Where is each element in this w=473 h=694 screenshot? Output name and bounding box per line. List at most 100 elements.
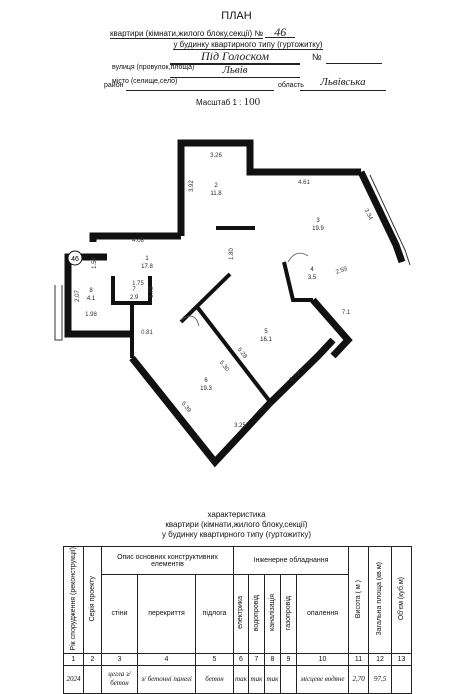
exterior-walls xyxy=(64,139,406,468)
materials-group-header: Опис основних конструктивних елементів xyxy=(101,545,234,576)
floor-plan: 46 1 17.8 2 11.8 3 19.9 4 3.5 5 16.1 6 1… xyxy=(54,139,411,468)
cell-year: 2024 xyxy=(63,664,84,694)
room-8-area: 4.1 xyxy=(87,296,96,302)
col-number: 3 xyxy=(101,652,138,666)
dim-label: 4.08 xyxy=(132,238,144,244)
col-water-header-text: водопровід xyxy=(252,594,260,632)
col-number: 1 xyxy=(63,652,84,666)
cell-sewer: так xyxy=(264,664,281,694)
col-flooring-header: підлога xyxy=(195,574,234,654)
col-walls-header: стіни xyxy=(101,574,138,654)
col-sewer-header-text: каналізація xyxy=(268,594,276,632)
cell-series xyxy=(83,664,102,694)
apartment-line-prefix: квартири (кімнати,жилого блоку,секції) № xyxy=(110,29,264,39)
wall-west-upper xyxy=(89,232,181,242)
street-value: Під Голоском xyxy=(170,49,300,65)
col-electric-header: електрика xyxy=(233,574,249,654)
document-title: ПЛАН xyxy=(221,10,252,22)
wall-east-lower xyxy=(310,297,353,359)
district-label-text: район xyxy=(104,82,124,89)
room-1-num: 1 xyxy=(145,256,149,262)
characteristics-table: Рік спорудження (реконструкції) Серія пр… xyxy=(63,545,413,694)
wall-southwest xyxy=(129,355,273,468)
col-water-header: водопровід xyxy=(248,574,265,654)
wall-room4 xyxy=(282,261,313,302)
col-area-header: Загальна площа (кв.м) xyxy=(368,546,393,654)
dim-label: 2.07 xyxy=(75,290,81,302)
col-series-header-text: Серія проекту xyxy=(88,576,96,622)
dim-label: 1.80 xyxy=(229,248,235,260)
dim-label: 1.98 xyxy=(85,312,97,318)
door-arc-2 xyxy=(287,252,309,263)
col-number: 13 xyxy=(391,652,413,666)
dim-label: 2.59 xyxy=(335,266,349,276)
cell-heating: місцеве водяне xyxy=(295,664,350,694)
col-floors-header: перекриття xyxy=(137,574,196,654)
room-1-area: 17.8 xyxy=(141,264,153,270)
oblast-line xyxy=(300,90,386,91)
col-number: 5 xyxy=(195,652,234,666)
number-label: № xyxy=(312,52,322,62)
wall-west-lower xyxy=(64,253,132,338)
building-type-line: у будинку квартирного типу (гуртожитку) xyxy=(110,40,386,50)
col-year-header-text: Рік спорудження (реконструкції) xyxy=(69,547,77,651)
col-number: 10 xyxy=(295,652,350,666)
scale-value: 100 xyxy=(243,96,261,108)
dim-label: 3.25 xyxy=(234,423,246,429)
room-5-num: 5 xyxy=(264,329,268,335)
col-electric-header-text: електрика xyxy=(237,596,244,630)
wall-room6-north xyxy=(179,272,232,324)
city-label: місто (селище,село) xyxy=(112,78,178,85)
interior-walls xyxy=(111,226,313,405)
oblast-label: область xyxy=(278,82,304,89)
room-5-area: 16.1 xyxy=(260,337,272,343)
column-number-row: 1 2 3 4 5 6 7 8 9 10 11 12 13 xyxy=(63,652,413,666)
wall-east xyxy=(357,170,406,264)
col-number: 6 xyxy=(233,652,249,666)
room-3-area: 19.9 xyxy=(312,226,324,232)
col-volume-header-text: Об'єм (куб.м) xyxy=(397,577,405,621)
oblast-label-text: область xyxy=(278,82,304,89)
cell-flooring: бетон xyxy=(195,664,234,694)
room-7-area: 2.9 xyxy=(130,295,139,301)
dim-label: 7.1 xyxy=(342,310,351,316)
cell-electric: так xyxy=(233,664,249,694)
cell-volume xyxy=(391,664,413,694)
room-6-area: 19.3 xyxy=(200,386,212,392)
dim-label: 5.39 xyxy=(180,401,192,414)
dim-label: 1.75 xyxy=(132,281,144,287)
characteristics-title-3: у будинку квартирного типу (гуртожитку) xyxy=(161,530,312,539)
number-line xyxy=(326,63,382,64)
room-6-num: 6 xyxy=(204,378,208,384)
dim-label: 1.54 xyxy=(92,257,98,269)
room-labels: 1 17.8 2 11.8 3 19.9 4 3.5 5 16.1 6 19.3… xyxy=(87,183,325,392)
unit-marker-circle xyxy=(67,250,83,266)
balcony-east xyxy=(369,174,411,266)
col-number: 8 xyxy=(264,652,281,666)
room-2-num: 2 xyxy=(214,183,218,189)
cell-floors: з/ бетонні панелі xyxy=(137,664,196,694)
apartment-number: 46 xyxy=(265,26,296,38)
street-label: вулиця (провулок,площа) xyxy=(112,64,195,71)
col-number: 2 xyxy=(83,652,102,666)
col-volume-header: Об'єм (куб.м) xyxy=(391,546,413,654)
characteristics-title-1: характеристика xyxy=(207,510,266,519)
dim-label: 5.30 xyxy=(218,360,230,373)
door-arcs xyxy=(180,252,309,327)
unit-marker-text: 46 xyxy=(71,256,79,263)
table-row: 2024 цегла з/бетон з/ бетонні панелі бет… xyxy=(63,664,413,694)
room-3-num: 3 xyxy=(316,218,320,224)
col-gas-header: газопровід xyxy=(280,574,297,654)
col-area-header-text: Загальна площа (кв.м) xyxy=(376,562,384,636)
balconies xyxy=(54,174,411,341)
col-number: 11 xyxy=(348,652,370,666)
oblast-value: Львівська xyxy=(320,76,366,88)
room-2-area: 11.8 xyxy=(210,191,222,197)
col-year-header: Рік спорудження (реконструкції) xyxy=(63,546,84,654)
col-series-header: Серія проекту xyxy=(83,546,102,654)
col-gas-header-text: газопровід xyxy=(284,595,292,630)
engineering-group-header: Інженерне обладнання xyxy=(232,545,350,576)
col-number: 12 xyxy=(368,652,393,666)
room-4-num: 4 xyxy=(310,267,314,273)
city-line xyxy=(170,77,300,78)
